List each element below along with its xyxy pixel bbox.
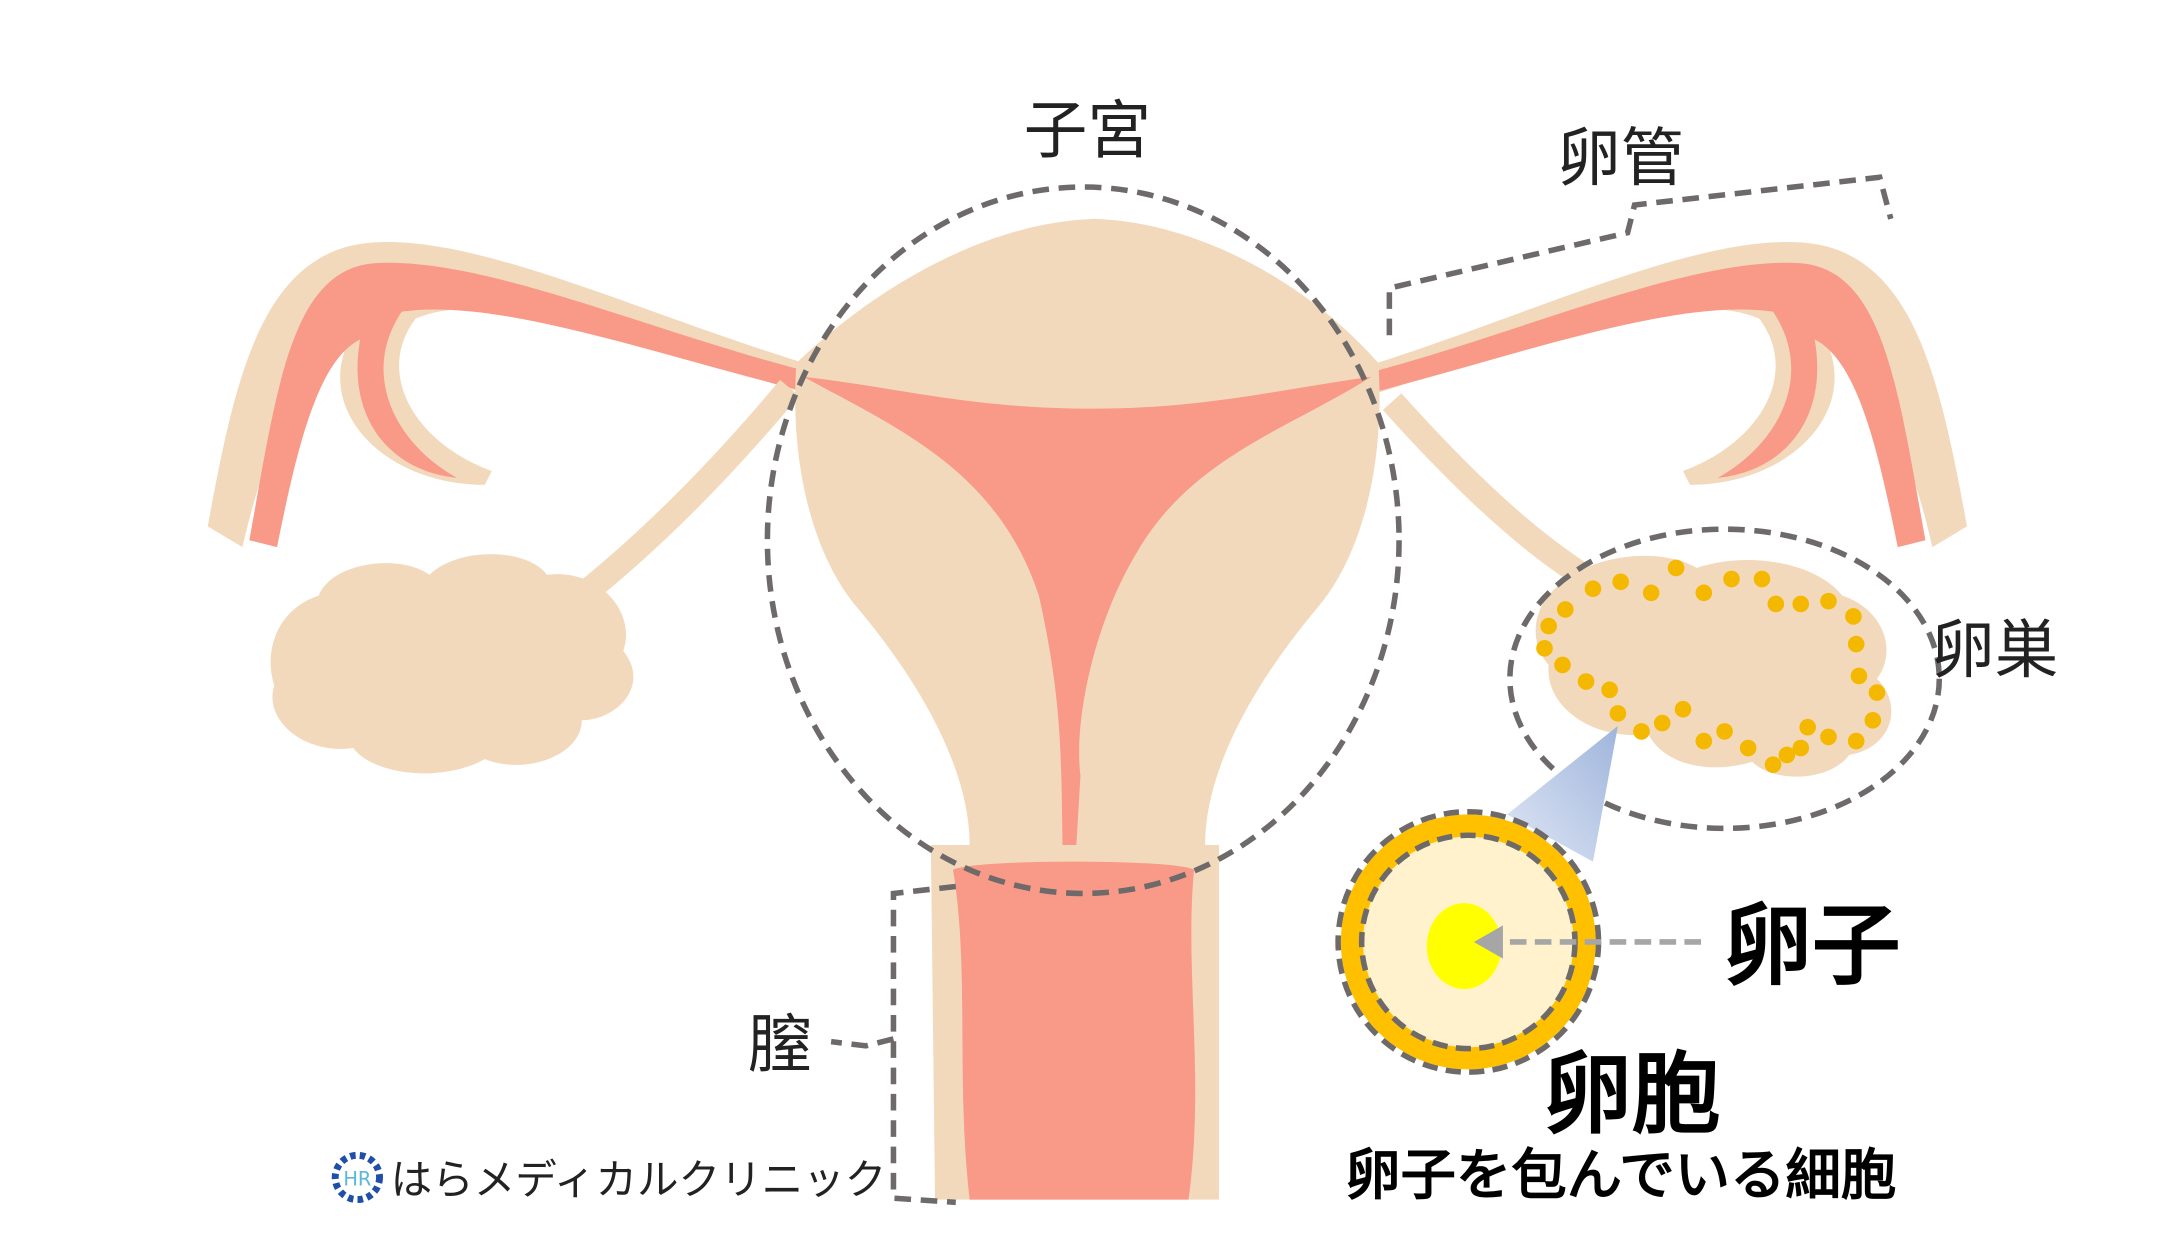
logo-monogram: HR bbox=[343, 1168, 371, 1191]
clinic-logo: HR はらメディカルクリニック bbox=[331, 1151, 887, 1204]
tube-bracket bbox=[1386, 174, 1894, 336]
label-oocyte: 卵子 bbox=[1723, 895, 1900, 998]
magnify-beam bbox=[1507, 725, 1618, 862]
ovary-outline bbox=[1507, 526, 1943, 832]
oocyte bbox=[1426, 903, 1502, 990]
label-fallopian-tube: 卵管 bbox=[1557, 122, 1684, 196]
label-ovary: 卵巣 bbox=[1931, 614, 2058, 688]
label-vagina: 膣 bbox=[748, 1009, 812, 1083]
logo-text: はらメディカルクリニック bbox=[391, 1155, 887, 1204]
ovary-follicle-dots bbox=[1536, 559, 1886, 773]
label-follicle-description: 卵子を包んでいる細胞 bbox=[1345, 1144, 1896, 1208]
uterine-cavity bbox=[803, 376, 1372, 894]
vaginal-canal bbox=[953, 861, 1196, 1200]
follicle-illustration bbox=[1335, 808, 1702, 1075]
fallopian-tubes bbox=[207, 242, 1967, 606]
label-follicle: 卵胞 bbox=[1543, 1043, 1720, 1146]
vagina-pointer bbox=[830, 1036, 895, 1049]
right-ovary bbox=[1535, 555, 1892, 777]
arrow-head-icon bbox=[1473, 925, 1503, 959]
left-ovary bbox=[270, 554, 634, 774]
label-uterus: 子宮 bbox=[1024, 94, 1151, 168]
vagina-bracket bbox=[890, 883, 957, 1206]
